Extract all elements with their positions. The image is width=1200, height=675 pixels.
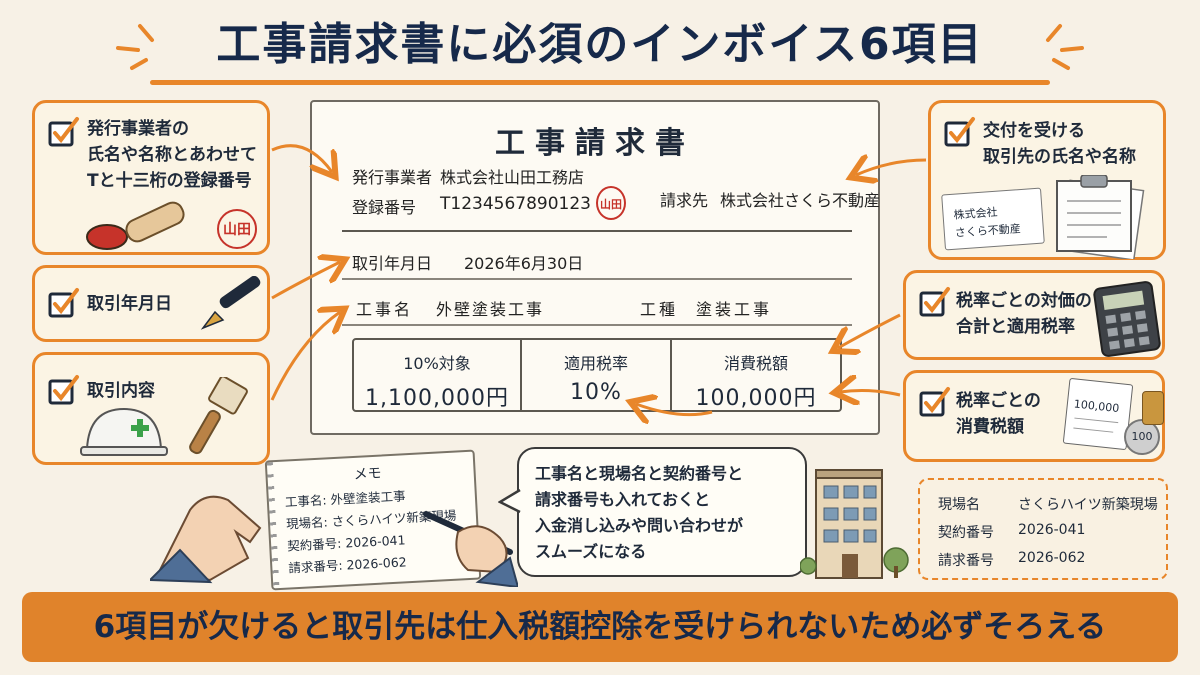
arrow-tax-amount-to-rate: [636, 404, 713, 415]
card-label: 取引年月日: [87, 294, 172, 314]
registration-label: 登録番号: [352, 198, 417, 217]
tip-line: 入金消し込みや問い合わせが: [535, 516, 744, 535]
arrow-tax-amount-to-table: [840, 391, 901, 395]
type-label: 工種: [640, 300, 679, 319]
checkbox-checked-icon: [919, 387, 950, 417]
hard-hat-icon: [80, 407, 168, 456]
recipient-label: 請求先: [660, 191, 709, 210]
arrow-recipient: [856, 160, 927, 175]
title-sparkle-right-icon: [1046, 24, 1084, 70]
site-label: 現場名: [938, 497, 980, 513]
tax-cell-amount: 消費税額 100,000円: [695, 354, 817, 411]
tip-line: スムーズになる: [535, 542, 647, 561]
invoice-seal: 山田: [596, 186, 626, 220]
card-tax-amount: 税率ごとの 消費税額 100,000 100: [903, 370, 1165, 462]
transaction-date: 2026年6月30日: [464, 254, 584, 273]
recipient-name: 株式会社さくら不動産: [720, 191, 881, 210]
apartment-building-icon: [800, 469, 909, 579]
date-label: 取引年月日: [352, 254, 433, 273]
title-underline: [150, 80, 1050, 85]
arrow-content: [270, 312, 340, 401]
memo-title: メモ: [353, 465, 382, 483]
invoice-number-label: 請求番号: [938, 553, 994, 569]
checkbox-checked-icon: [48, 117, 79, 147]
checkbox-checked-icon: [944, 117, 975, 147]
divider: [342, 324, 852, 326]
card-transaction-date: 取引年月日: [32, 265, 270, 342]
card-label: 税率ごとの: [956, 391, 1041, 411]
bottom-banner: 6項目が欠けると取引先は仕入税額控除を受けられないため必ずそろえる: [22, 592, 1178, 662]
fountain-pen-icon: [200, 276, 261, 330]
card-tax-rate-total: 税率ごとの対価の 合計と適用税率: [903, 270, 1165, 360]
card-label: 合計と適用税率: [956, 317, 1075, 337]
issuer-label: 発行事業者: [352, 168, 433, 187]
banner-message: 6項目が欠けると取引先は仕入税額控除を受けられないため必ずそろえる: [93, 609, 1107, 645]
site-info-box: 現場名 さくらハイツ新築現場 契約番号 2026-041 請求番号 2026-0…: [918, 478, 1168, 580]
card-label: Tと十三桁の登録番号: [87, 171, 252, 191]
card-label: 税率ごとの対価の: [956, 291, 1092, 311]
work-name: 外壁塗装工事: [436, 300, 545, 319]
tip-line: 工事名と現場名と契約番号と: [535, 464, 744, 483]
tax-cell-rate: 適用税率 10%: [522, 340, 672, 410]
title-sparkle-left-icon: [116, 24, 154, 70]
checkbox-checked-icon: [48, 375, 79, 405]
arrow-issuer: [271, 144, 332, 172]
memo-line: 契約番号: 2026-041: [286, 532, 406, 554]
card-transaction-content: 取引内容: [32, 352, 270, 465]
card-label: 交付を受ける: [983, 121, 1085, 141]
checkbox-checked-icon: [919, 287, 950, 317]
type-name: 塗装工事: [696, 300, 773, 319]
invoice-title: 工事請求書: [495, 126, 695, 161]
tip-line: 請求番号も入れておくと: [535, 490, 711, 509]
work-label: 工事名: [356, 300, 414, 319]
card-label: 取引内容: [87, 381, 155, 401]
memo-line: 請求番号: 2026-062: [288, 554, 408, 576]
tax-summary-table: 10%対象 1,100,000円 適用税率 10% 消費税額 100,000円: [352, 338, 842, 412]
checkbox-checked-icon: [48, 288, 79, 318]
invoice-number-value: 2026-062: [1018, 550, 1086, 566]
coin-icon: 100: [1124, 419, 1160, 455]
registration-number: T1234567890123: [440, 194, 591, 214]
issuer-name: 株式会社山田工務店: [440, 168, 585, 187]
writing-hand-icon: [423, 511, 518, 587]
card-issuer-info: 発行事業者の 氏名や名称とあわせて Tと十三桁の登録番号 山田: [32, 100, 270, 255]
tax-cell-taxable: 10%対象 1,100,000円: [354, 340, 522, 411]
arrow-date: [271, 262, 340, 300]
page-title: 工事請求書に必須のインボイス6項目: [216, 19, 984, 70]
site-value: さくらハイツ新築現場: [1018, 497, 1158, 513]
clipboard-documents-icon: [1056, 175, 1145, 259]
divider: [342, 278, 852, 280]
stamp-seal-icon: [86, 201, 185, 250]
card-label: 発行事業者の: [87, 119, 189, 139]
paint-brush-icon: [189, 377, 248, 455]
card-label: 氏名や名称とあわせて: [87, 145, 257, 165]
tip-speech-bubble: 工事名と現場名と契約番号と 請求番号も入れておくと 入金消し込みや問い合わせが …: [517, 447, 807, 577]
coin-stack-icon: [1142, 391, 1164, 425]
contract-label: 契約番号: [938, 525, 994, 541]
arrow-tax-rate: [838, 313, 901, 348]
contract-value: 2026-041: [1018, 522, 1086, 538]
card-recipient-info: 交付を受ける 取引先の氏名や名称 株式会社 さくら不動産: [928, 100, 1166, 260]
calculator-icon: [1093, 281, 1161, 357]
card-label: 消費税額: [956, 417, 1024, 437]
invoice-sheet: 工事請求書 発行事業者 株式会社山田工務店 登録番号 T123456789012…: [310, 100, 880, 435]
divider: [342, 230, 852, 232]
memo-line: 工事名: 外壁塗装工事: [284, 488, 406, 510]
left-hand-icon: [150, 495, 262, 584]
bubble-tail: [498, 488, 521, 514]
card-label: 取引先の氏名や名称: [983, 147, 1136, 167]
seal-mark: 山田: [217, 209, 257, 249]
